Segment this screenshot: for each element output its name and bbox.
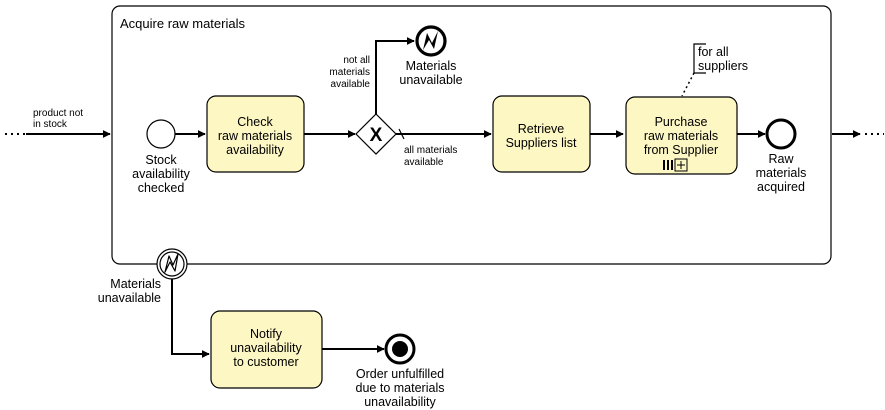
lightning-icon xyxy=(423,31,438,50)
terminate-label-line2: due to materials xyxy=(356,381,445,395)
annotation-label-line1: for all xyxy=(698,45,729,59)
boundary-error-label-line2: unavailable xyxy=(98,291,161,305)
task-retrieve-label-line1: Retrieve xyxy=(518,122,565,136)
task-retrieve-label-line2: Suppliers list xyxy=(506,136,577,150)
flow-gateway-to-error-end[interactable] xyxy=(375,37,415,114)
end-event-materials-acquired[interactable] xyxy=(765,118,797,150)
annotation-association xyxy=(681,72,695,97)
end-event-label-line1: Raw xyxy=(768,152,794,166)
task-purchase-label-line3: from Supplier xyxy=(644,143,718,157)
gateway-available-line1: all materials xyxy=(404,145,457,156)
start-event-label-line2: availability xyxy=(132,167,190,181)
task-purchase-materials[interactable] xyxy=(625,96,738,175)
gateway-not-available-line2: materials xyxy=(329,67,370,78)
start-event-label-line1: Stock xyxy=(145,153,177,167)
end-event-label-line2: materials xyxy=(756,166,807,180)
annotation-label-line2: suppliers xyxy=(698,59,748,73)
subprocess-expand-icon[interactable] xyxy=(674,158,688,172)
annotation-bracket xyxy=(693,43,706,74)
boundary-lightning-icon xyxy=(164,253,179,273)
boundary-error-label-line1: Materials xyxy=(110,277,161,291)
task-purchase-label-line2: raw materials xyxy=(644,129,718,143)
gateway-x-icon: X xyxy=(370,125,383,146)
end-event-label-line3: acquired xyxy=(757,180,805,194)
task-notify-label-line3: to customer xyxy=(233,355,298,369)
flow-boundary-to-notify[interactable] xyxy=(171,279,210,358)
error-end-top-label-line1: Materials xyxy=(406,59,457,73)
start-event[interactable] xyxy=(146,119,176,149)
boundary-error-inner-ring xyxy=(159,251,185,277)
terminate-dot-icon xyxy=(392,341,408,357)
task-notify-label-line1: Notify xyxy=(250,327,283,341)
subprocess-title: Acquire raw materials xyxy=(120,16,245,31)
start-event-label-line3: checked xyxy=(138,181,185,195)
gateway-not-available-line1: not all xyxy=(343,55,370,66)
task-purchase-label-line1: Purchase xyxy=(655,115,708,129)
error-end-top-label-line2: unavailable xyxy=(399,73,462,87)
incoming-label-line1: product not xyxy=(33,108,83,119)
incoming-label-line2: in stock xyxy=(33,119,68,130)
terminate-label-line1: Order unfulfilled xyxy=(356,367,444,381)
multi-instance-icon xyxy=(663,160,673,170)
default-flow-marker xyxy=(398,128,405,140)
task-check-label-line2: raw materials xyxy=(218,129,292,143)
task-notify-label-line2: unavailability xyxy=(230,341,302,355)
gateway-not-available-line3: available xyxy=(331,79,371,90)
task-check-label-line1: Check xyxy=(237,115,273,129)
task-check-label-line3: availability xyxy=(226,143,284,157)
gateway-available-line2: available xyxy=(404,157,444,168)
exclusive-gateway[interactable] xyxy=(355,113,397,155)
terminate-label-line3: unavailability xyxy=(364,395,436,409)
